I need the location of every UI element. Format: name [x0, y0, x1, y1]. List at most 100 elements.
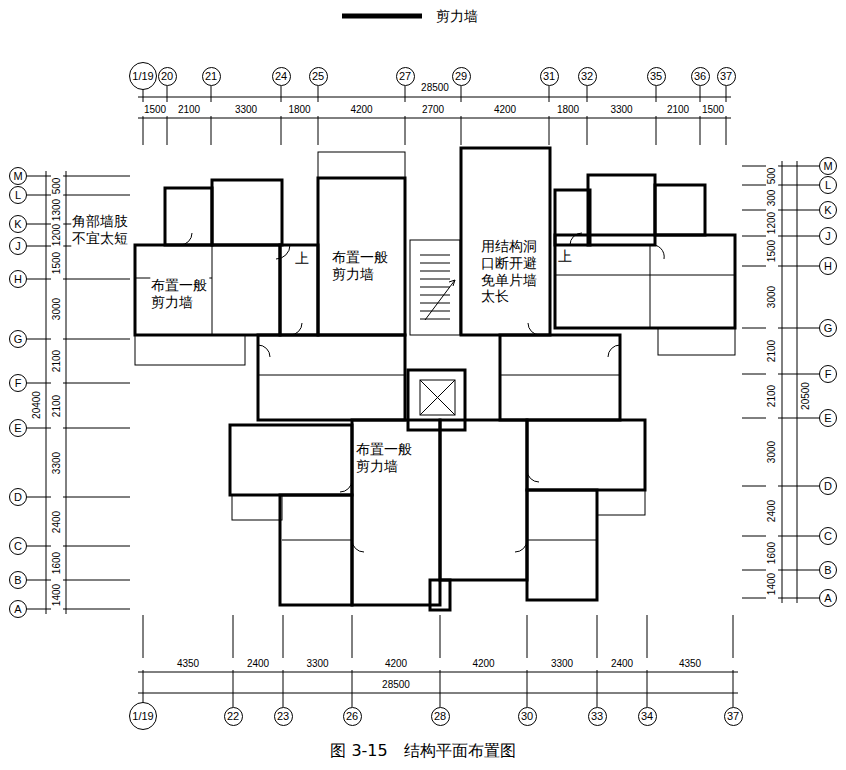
axis-bubble: J: [819, 227, 837, 245]
dimension-text: 2100: [51, 393, 63, 417]
dimension-text: 1500: [766, 239, 778, 263]
legend-text: 剪力墙: [436, 8, 478, 24]
axis-label: H: [14, 274, 22, 285]
axis-bubble: 23: [274, 707, 293, 726]
axis-bubble: 20: [158, 67, 177, 86]
axis-label: 28: [434, 711, 446, 722]
axis-bubble: 30: [518, 707, 537, 726]
axis-label: L: [825, 180, 831, 191]
axis-label: 32: [581, 71, 593, 82]
axis-label: K: [824, 205, 831, 216]
axis-bubble: 34: [638, 707, 657, 726]
dimension-text: 1800: [556, 104, 580, 116]
axis-label: G: [14, 334, 23, 345]
axis-bubble: H: [9, 270, 27, 288]
axis-bubble: J: [9, 237, 27, 255]
axis-label: L: [15, 190, 21, 201]
annotation-text: 布置一般剪力墙: [150, 276, 209, 312]
annotation-text: 上: [557, 248, 573, 264]
axis-bubble: G: [819, 319, 837, 337]
dimension-text: 4200: [493, 104, 517, 116]
dimension-text: 2400: [610, 658, 634, 670]
dimension-text: 4200: [349, 104, 373, 116]
dimension-text: 4200: [471, 658, 495, 670]
axis-bubble: D: [9, 488, 27, 506]
axis-label: 21: [205, 71, 217, 82]
axis-bubble: L: [9, 186, 27, 204]
dimension-text: 20500: [800, 381, 812, 411]
axis-bubble: F: [9, 374, 27, 392]
dimension-text: 28500: [381, 679, 411, 691]
dimension-text: 4350: [176, 658, 200, 670]
axis-bubble: 37: [724, 707, 743, 726]
axis-bubble: B: [819, 561, 837, 579]
axis-label: 37: [727, 711, 739, 722]
dimension-text: 3300: [305, 658, 329, 670]
dimension-text: 1400: [766, 572, 778, 596]
axis-lines: [27, 86, 819, 707]
axis-bubble: C: [9, 537, 27, 555]
axis-bubble: 29: [452, 67, 471, 86]
axis-label: A: [824, 593, 831, 604]
axis-label: 35: [650, 71, 662, 82]
dimension-text: 3000: [766, 440, 778, 464]
axis-label: 25: [312, 71, 324, 82]
axis-label: 22: [227, 711, 239, 722]
axis-label: 23: [277, 711, 289, 722]
dimension-text: 1400: [51, 582, 63, 606]
axis-label: 1/19: [132, 711, 153, 722]
dimension-text: 1300: [51, 197, 63, 221]
axis-label: M: [823, 161, 832, 172]
axis-bubble: A: [819, 589, 837, 607]
axis-label: 33: [591, 711, 603, 722]
axis-bubble: B: [9, 571, 27, 589]
axis-bubble: 31: [540, 67, 559, 86]
axis-label: 24: [275, 71, 287, 82]
axis-label: D: [824, 481, 832, 492]
axis-bubble: 32: [578, 67, 597, 86]
legend-swatch: [342, 14, 422, 19]
axis-bubble: 27: [396, 67, 415, 86]
axis-label: E: [824, 413, 831, 424]
dimension-text: 500: [766, 166, 778, 185]
axis-bubble: 36: [691, 67, 710, 86]
axis-bubble: E: [9, 419, 27, 437]
axis-bubble: C: [819, 527, 837, 545]
annotation-text: 布置一般剪力墙: [331, 248, 390, 284]
axis-label: G: [824, 323, 833, 334]
dimension-text: 3300: [609, 104, 633, 116]
axis-bubble: K: [819, 201, 837, 219]
axis-label: K: [14, 219, 21, 230]
dimension-text: 3300: [234, 104, 258, 116]
axis-bubble: 24: [272, 67, 291, 86]
axis-label: D: [14, 492, 22, 503]
axis-label: 27: [399, 71, 411, 82]
axis-bubble: 28: [431, 707, 450, 726]
axis-bubble: K: [9, 215, 27, 233]
dimension-text: 2100: [666, 104, 690, 116]
axis-bubble: F: [819, 365, 837, 383]
axis-bubble: 33: [588, 707, 607, 726]
axis-label: 31: [543, 71, 555, 82]
axis-bubble: 1/19: [129, 702, 157, 730]
axis-label: B: [14, 575, 21, 586]
annotation-text: 角部墙肢不宜太短: [71, 212, 130, 248]
room-lines: [135, 148, 735, 552]
dimension-text: 1200: [766, 211, 778, 235]
annotation-text: 用结构洞口断开避免单片墙太长: [480, 237, 539, 306]
axis-label: J: [825, 231, 831, 242]
dimension-lines: [46, 97, 797, 693]
annotation-text: 布置一般剪力墙: [355, 440, 414, 476]
dimension-text: 1200: [51, 223, 63, 247]
dimension-text: 3300: [550, 658, 574, 670]
axis-label: 26: [346, 711, 358, 722]
axis-label: J: [15, 241, 21, 252]
axis-bubble: L: [819, 176, 837, 194]
axis-label: F: [15, 378, 22, 389]
dimension-text: 2400: [51, 509, 63, 533]
dimension-text: 2100: [766, 339, 778, 363]
axis-bubble: E: [819, 409, 837, 427]
dimension-text: 4350: [678, 658, 702, 670]
axis-label: M: [13, 171, 22, 182]
